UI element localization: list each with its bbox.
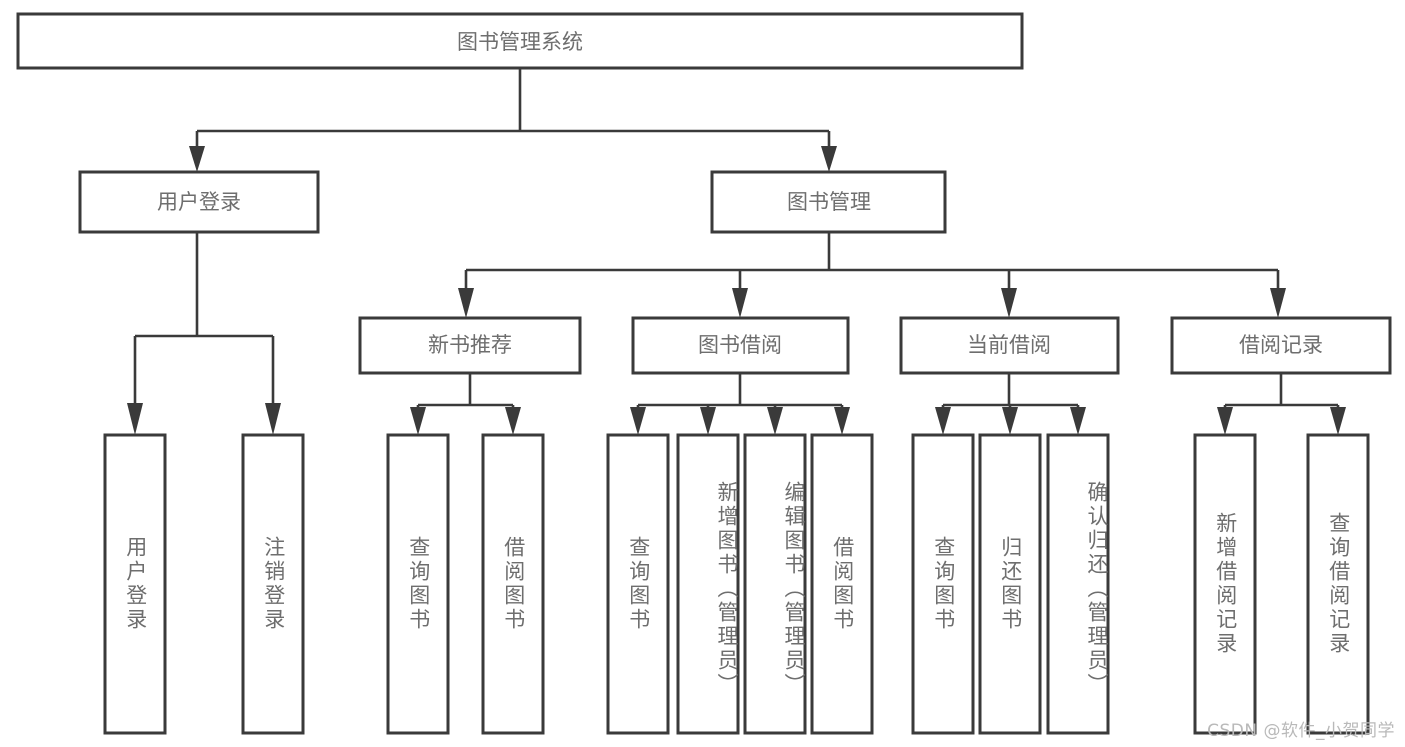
node-label-new-book-recommend: 新书推荐 bbox=[428, 333, 512, 357]
arrow-head-br-leaf-1 bbox=[1217, 407, 1233, 435]
leaf-box-bb-add-book[interactable] bbox=[676, 433, 740, 735]
arrow-head-new-book bbox=[458, 288, 474, 318]
connector-group-book-manage bbox=[458, 232, 1286, 318]
arrow-head-cb-leaf-3 bbox=[1070, 407, 1086, 435]
arrow-head-bb-leaf-4 bbox=[834, 407, 850, 435]
connector-group-current-borrow bbox=[935, 373, 1086, 435]
arrow-head-nb-leaf-1 bbox=[410, 407, 426, 435]
node-box-new-book-recommend[interactable] bbox=[358, 316, 582, 375]
arrow-head-book-borrow bbox=[732, 288, 748, 318]
node-box-user-login[interactable] bbox=[78, 170, 320, 234]
leaf-box-bb-query-book[interactable] bbox=[606, 433, 670, 735]
arrow-head-cb-leaf-1 bbox=[935, 407, 951, 435]
arrow-head-bb-leaf-1 bbox=[630, 407, 646, 435]
arrow-head-current-borrow bbox=[1001, 288, 1017, 318]
arrow-head-leaf-user-login bbox=[127, 403, 143, 435]
leaf-box-nb-query-book[interactable] bbox=[386, 433, 450, 735]
arrow-head-user-login bbox=[189, 146, 205, 172]
arrow-head-borrow-record bbox=[1270, 288, 1286, 318]
arrow-head-cb-leaf-2 bbox=[1002, 407, 1018, 435]
node-label-current-borrow: 当前借阅 bbox=[967, 333, 1051, 357]
node-box-borrow-record[interactable] bbox=[1170, 316, 1392, 375]
arrow-head-br-leaf-2 bbox=[1330, 407, 1346, 435]
csdn-watermark: CSDN @软件_小贺同学 bbox=[1207, 721, 1395, 741]
arrow-head-book-manage bbox=[821, 146, 837, 172]
node-label-book-borrow: 图书借阅 bbox=[698, 333, 782, 357]
arrow-head-bb-leaf-3 bbox=[767, 407, 783, 435]
connector-group-new-book bbox=[410, 373, 521, 435]
connector-group-borrow-record bbox=[1217, 373, 1346, 435]
leaf-box-cb-return-book[interactable] bbox=[978, 433, 1042, 735]
leaf-box-cb-query-book[interactable] bbox=[911, 433, 975, 735]
node-label-borrow-record: 借阅记录 bbox=[1239, 333, 1323, 357]
node-box-book-borrow[interactable] bbox=[631, 316, 850, 375]
arrow-head-leaf-logout bbox=[265, 403, 281, 435]
node-box-current-borrow[interactable] bbox=[899, 316, 1120, 375]
node-box-book-manage[interactable] bbox=[710, 170, 947, 234]
arrow-head-bb-leaf-2 bbox=[700, 407, 716, 435]
connector-group-user-login bbox=[127, 232, 281, 435]
leaf-box-nb-borrow-book[interactable] bbox=[481, 433, 545, 735]
node-label-book-manage: 图书管理 bbox=[787, 190, 871, 214]
leaf-box-bb-edit-book[interactable] bbox=[743, 433, 807, 735]
connector-group-book-borrow bbox=[630, 373, 850, 435]
node-label-root: 图书管理系统 bbox=[457, 30, 583, 54]
leaf-box-logout[interactable] bbox=[241, 433, 305, 735]
node-box-root[interactable] bbox=[16, 12, 1024, 70]
leaf-box-br-query-record[interactable] bbox=[1306, 433, 1370, 735]
leaf-box-bb-borrow-book[interactable] bbox=[810, 433, 874, 735]
arrow-head-nb-leaf-2 bbox=[505, 407, 521, 435]
leaf-box-user-login[interactable] bbox=[103, 433, 167, 735]
connector-group-root bbox=[189, 68, 837, 172]
leaf-box-cb-confirm-return[interactable] bbox=[1046, 433, 1110, 735]
leaf-box-br-add-record[interactable] bbox=[1193, 433, 1257, 735]
node-label-user-login: 用户登录 bbox=[157, 190, 241, 214]
